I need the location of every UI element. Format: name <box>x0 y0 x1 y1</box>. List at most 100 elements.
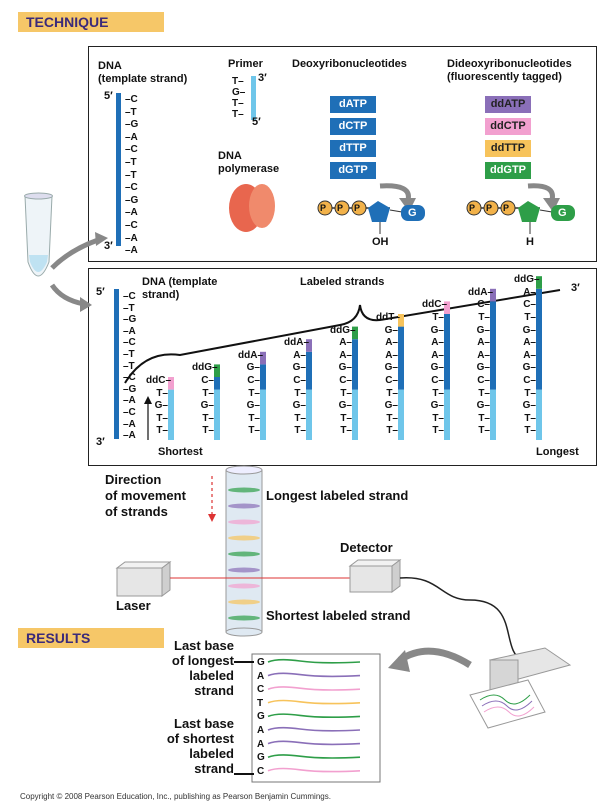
gel-band <box>228 487 260 493</box>
three-prime-label: 3′ <box>104 240 113 252</box>
strand-primer-bar <box>214 389 220 440</box>
gel-band <box>228 615 260 621</box>
mid-dna-template-label: DNA (template strand) <box>142 276 218 301</box>
strand-bases: ddT– G– A– A– G– C– T– G– T– T– <box>376 312 400 437</box>
dd-phosphate-1: P <box>469 203 476 213</box>
printer-icon <box>469 647 572 729</box>
strand-synth-bar <box>536 288 542 390</box>
gel-band <box>228 583 260 589</box>
trace-peak <box>267 672 361 678</box>
ddatp-box: ddATP <box>485 96 531 113</box>
dd-tag-mark <box>490 288 496 302</box>
gel-band <box>228 567 260 573</box>
trace-peak <box>267 658 361 664</box>
dntp-molecule-icon <box>317 200 425 234</box>
longest-strand-label: Longest labeled strand <box>266 488 409 503</box>
detector-label: Detector <box>340 540 393 555</box>
strand-synth-bar <box>352 339 358 390</box>
dd-phosphate-3: P <box>503 203 510 213</box>
ddttp-box: ddTTP <box>485 140 531 157</box>
dd-tag-mark <box>168 377 174 390</box>
dgtp-box: dGTP <box>330 162 376 179</box>
gel-band <box>228 599 260 605</box>
dd-tag-mark <box>306 339 312 352</box>
ddntp-molecule-icon <box>466 200 575 234</box>
dd-tag-mark <box>260 351 266 365</box>
dntp-label: Deoxyribonucleotides <box>292 58 407 70</box>
dd-tag-mark <box>398 314 404 327</box>
dd-guanine-label: G <box>558 207 567 219</box>
mid-template-bases: –C –T –G –A –C –T –T –C –G –A –C –A –A <box>123 291 137 442</box>
primer-5-label: 5′ <box>252 116 261 128</box>
phosphate-2: P <box>337 203 344 213</box>
shortest-strand-label: Shortest labeled strand <box>266 608 411 623</box>
laser-label: Laser <box>116 598 151 613</box>
primer-label: Primer <box>228 58 263 70</box>
gel-band <box>228 519 260 525</box>
mid-five-prime: 5′ <box>96 286 105 298</box>
template-bases: –C –T –G –A –C –T –T –C –G –A –C –A –A <box>125 94 139 257</box>
strand-synth-bar <box>214 377 220 390</box>
strand-bases: ddA– A– G– C– T– G– T– T– <box>284 337 309 437</box>
strand-primer-bar <box>398 389 404 440</box>
strand-primer-bar <box>260 389 266 440</box>
ddctp-box: ddCTP <box>485 118 531 135</box>
datp-box: dATP <box>330 96 376 113</box>
polymerase-icon <box>229 184 275 232</box>
strand-primer-bar <box>490 389 496 440</box>
oh-label: OH <box>372 236 389 248</box>
primer-3-label: 3′ <box>258 72 267 84</box>
strand-bases: ddA– C– T– G– A– A– G– C– T– G– T– T– <box>468 286 493 437</box>
strand-synth-bar <box>260 364 266 390</box>
last-shortest-label: Last base of shortest labeled strand <box>166 716 234 776</box>
results-label: RESULTS <box>18 628 164 648</box>
laser-icon <box>115 561 172 597</box>
dd-tag-mark <box>444 301 450 314</box>
gel-column <box>225 465 263 637</box>
dttp-box: dTTP <box>330 140 376 157</box>
detector-icon <box>348 559 402 593</box>
dctp-box: dCTP <box>330 118 376 135</box>
last-longest-label: Last base of longest labeled strand <box>171 638 234 698</box>
dd-phosphate-2: P <box>486 203 493 213</box>
gel-band <box>228 503 260 509</box>
strand-bases: ddC– T– G– A– A– G– C– T– G– T– T– <box>422 299 447 437</box>
strand-bases: ddG– A– A– G– C– T– G– T– T– <box>330 324 356 437</box>
five-prime-label: 5′ <box>104 90 113 102</box>
strand-synth-bar <box>306 351 312 390</box>
strand-bases: ddG– A– C– T– G– A– A– G– C– T– G– T– T– <box>514 274 540 437</box>
dd-tag-mark <box>214 364 220 377</box>
labeled-strands-label: Labeled strands <box>300 276 385 288</box>
strand-primer-bar <box>168 389 174 440</box>
phosphate-1: P <box>320 203 327 213</box>
strand-synth-bar <box>490 301 496 390</box>
strand-primer-bar <box>536 389 542 440</box>
copyright: Copyright © 2008 Pearson Education, Inc.… <box>20 792 331 801</box>
longest-label: Longest <box>536 446 579 458</box>
strand-primer-bar <box>306 389 312 440</box>
strand-primer-bar <box>352 389 358 440</box>
strand-primer-bar <box>444 389 450 440</box>
trace-peak <box>267 726 361 732</box>
ddgtp-box: ddGTP <box>485 162 531 179</box>
test-tube-icon <box>24 192 53 277</box>
direction-label: Direction of movement of strands <box>105 472 186 519</box>
strand-bases: ddG– C– T– G– T– T– <box>192 362 218 437</box>
strand-three-prime: 3′ <box>571 282 580 294</box>
trace-peak <box>267 713 361 718</box>
dd-tag-mark <box>536 276 542 289</box>
shortest-label: Shortest <box>158 446 203 458</box>
strand-bases: ddC– T– G– T– T– <box>146 375 171 437</box>
primer-bases: T– G– T– T– <box>232 76 246 120</box>
technique-label: TECHNIQUE <box>18 12 164 32</box>
gel-band <box>228 535 260 541</box>
result-sequence: G A C T G A A G C <box>257 657 265 777</box>
guanine-label: G <box>408 207 417 219</box>
dna-template-label: DNA (template strand) <box>98 60 188 85</box>
trace-peak <box>267 699 361 705</box>
trace-peak <box>267 740 361 746</box>
mid-three-prime: 3′ <box>96 436 105 448</box>
phosphate-3: P <box>354 203 361 213</box>
gel-band <box>228 551 260 557</box>
